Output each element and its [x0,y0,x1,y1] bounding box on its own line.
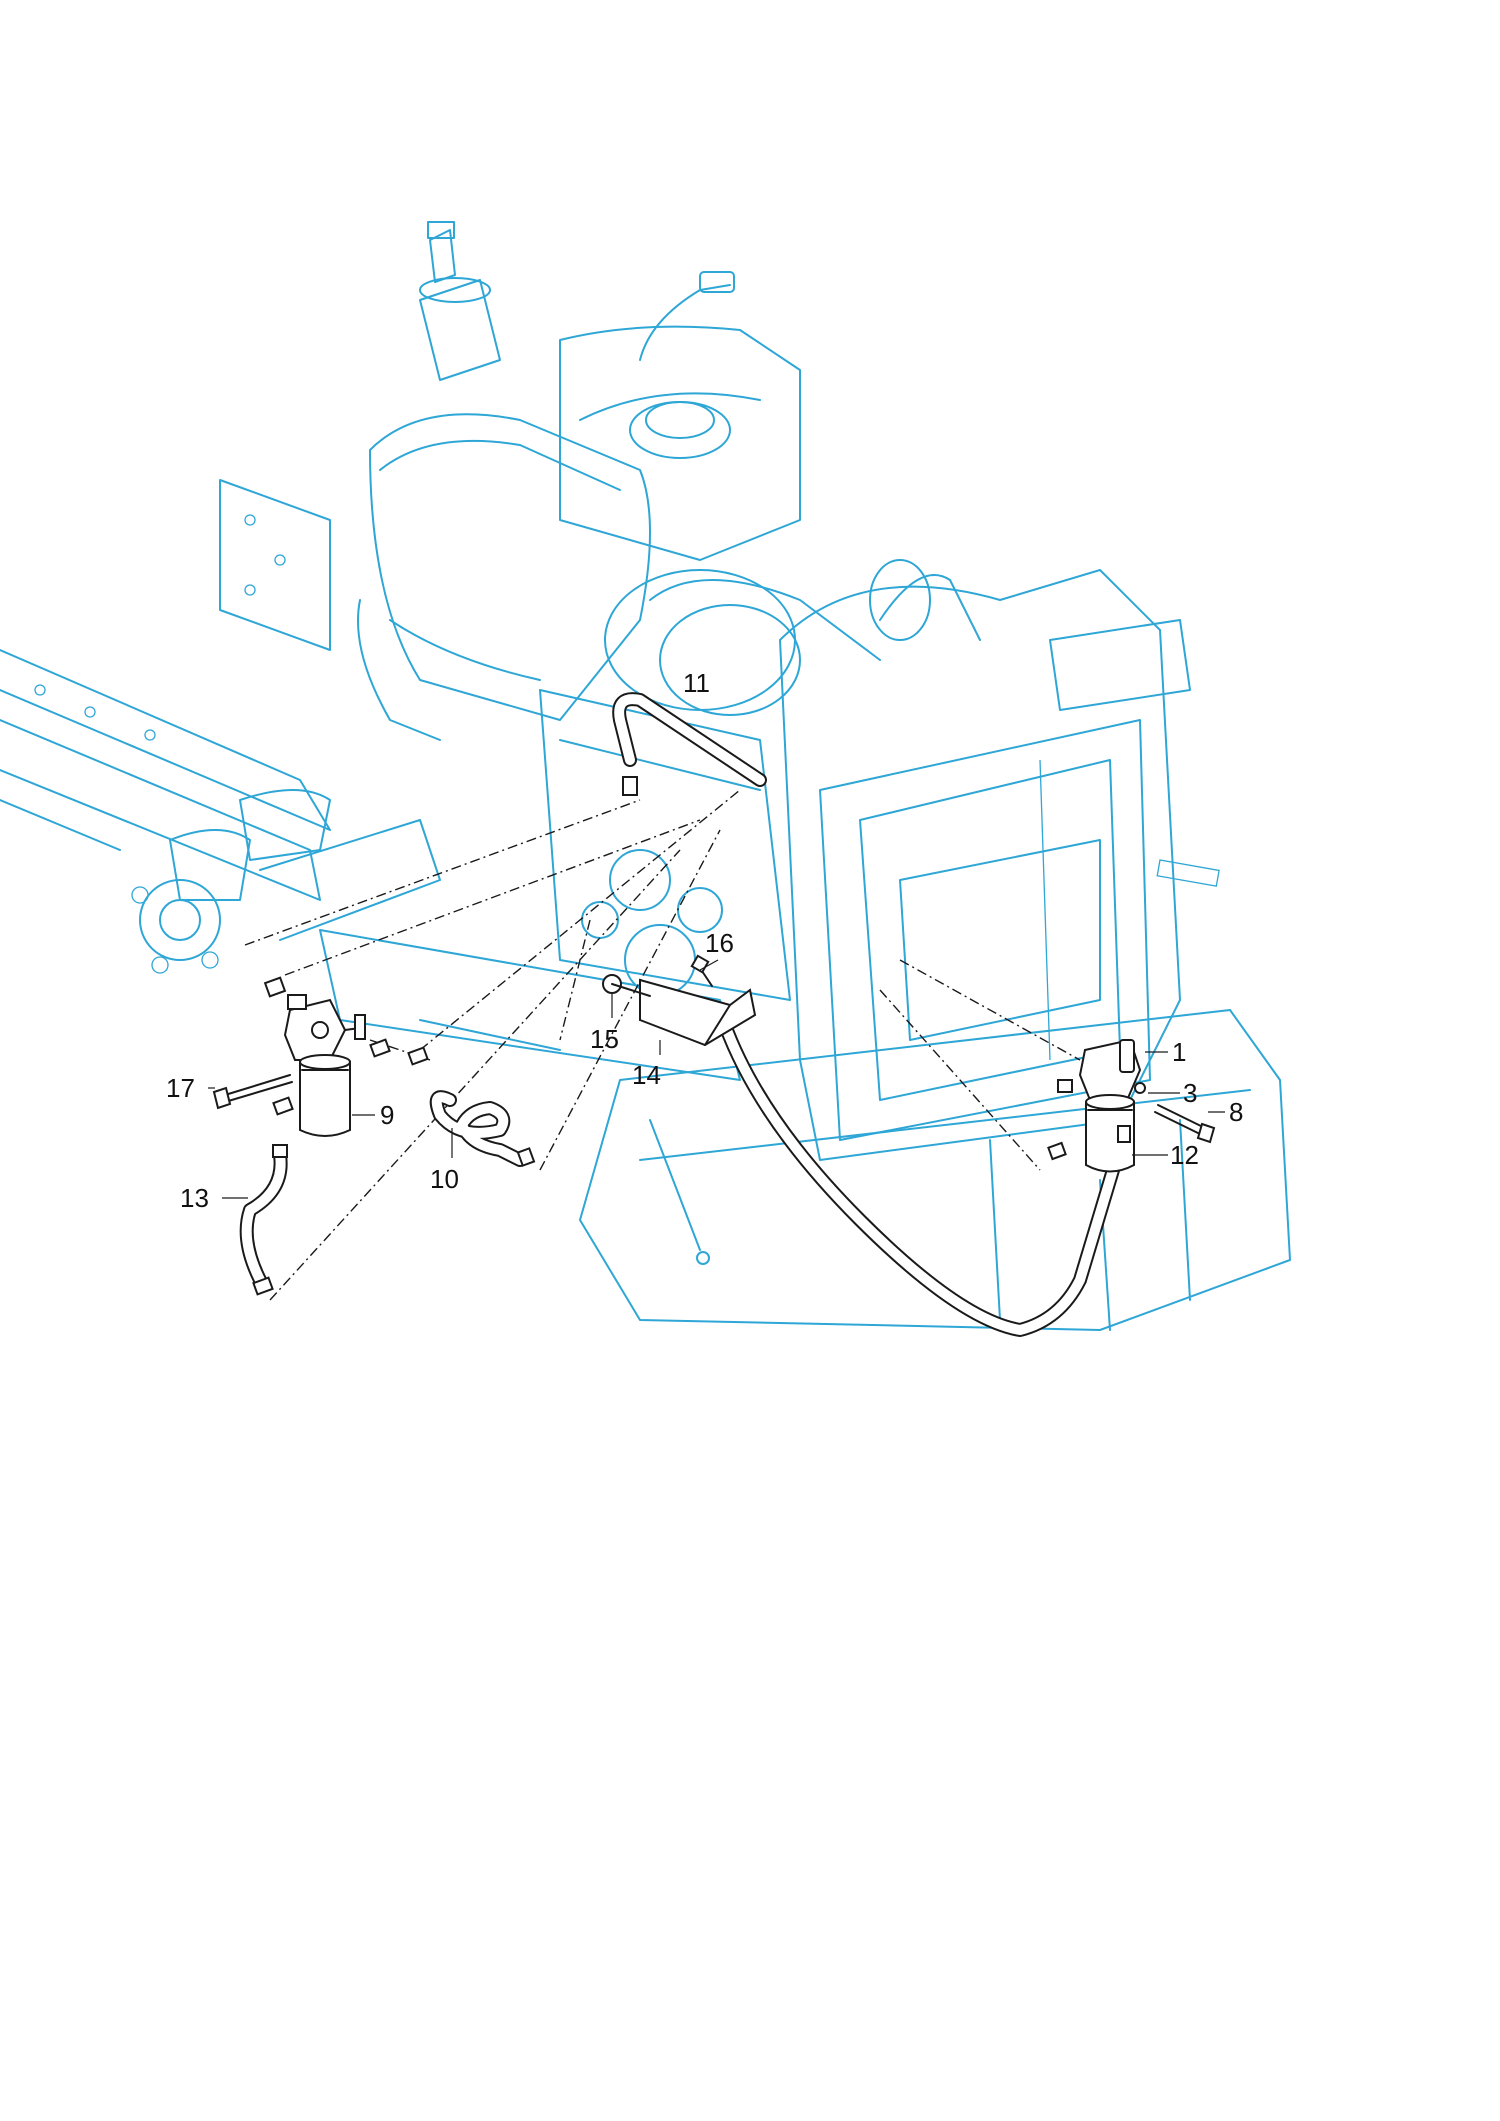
callout-1: 1 [1172,1037,1186,1067]
callout-labels: 1 3 8 9 10 11 12 13 14 15 16 17 [166,668,1243,1213]
callout-16: 16 [705,928,734,958]
part-3-nut [1134,1082,1146,1094]
callout-11: 11 [683,668,710,698]
part-17-bolt [212,1074,293,1110]
part-16-bolt [690,954,713,987]
machine-outline [0,221,1291,1331]
callout-12: 12 [1170,1140,1199,1170]
part-9-fuel-filter [263,976,429,1137]
part-8-bolt [1154,1104,1216,1144]
callout-3: 3 [1183,1078,1197,1108]
part-14-bracket [639,978,757,1047]
part-12-return-hose [718,1018,1132,1337]
assembly-leader-lines [244,789,1081,1301]
callout-10: 10 [430,1164,459,1194]
callout-9: 9 [380,1100,394,1130]
callout-8: 8 [1229,1097,1243,1127]
callout-14: 14 [632,1060,661,1090]
part-11-fuel-hose [612,692,767,796]
part-1-fuel-filter-valve [1047,1038,1142,1173]
part-10-hose-loop [429,1090,536,1167]
callout-13: 13 [180,1183,209,1213]
part-13-hose [239,1144,288,1296]
callout-17: 17 [166,1073,195,1103]
callout-15: 15 [590,1024,619,1054]
callout-leaders [208,959,1225,1199]
part-15-banjo-fitting [602,974,651,997]
